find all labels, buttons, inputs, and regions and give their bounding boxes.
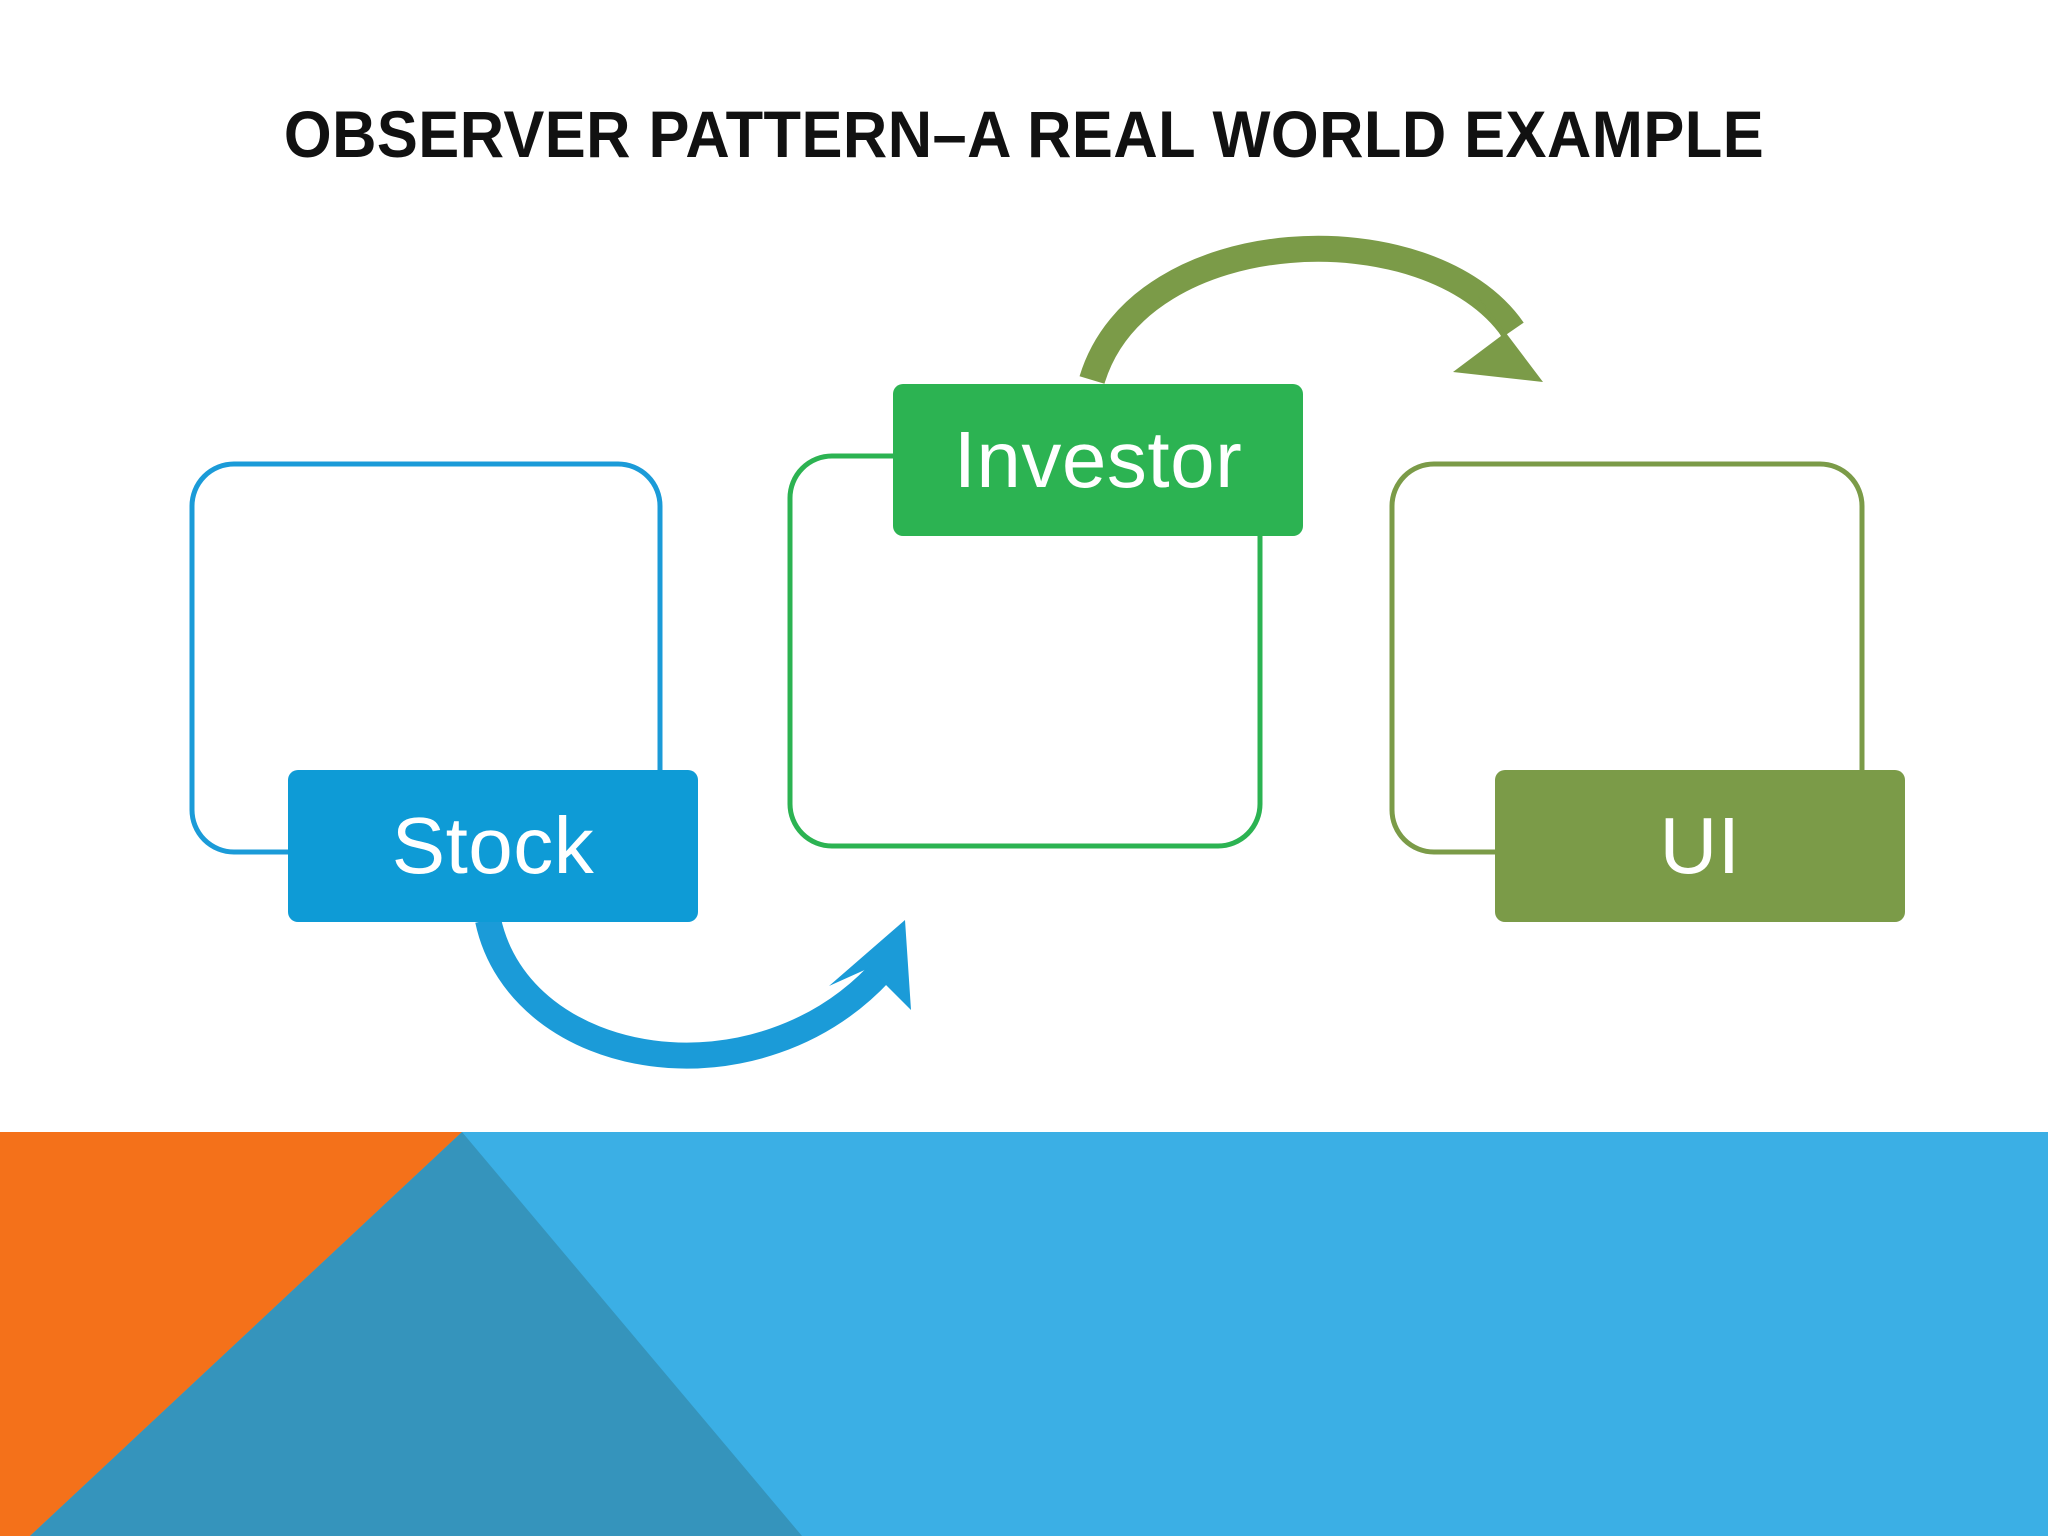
node-label-stock-text: Stock <box>391 801 595 890</box>
bottom-band-svg <box>0 1132 2048 1536</box>
observer-pattern-diagram <box>189 235 1865 1069</box>
connector-stock-to-investor[interactable] <box>475 916 911 1069</box>
band-teal-triangle <box>30 1132 802 1536</box>
node-label-stock[interactable]: Stock <box>288 770 698 922</box>
node-label-ui-text: UI <box>1659 801 1741 890</box>
bottom-decoration-band <box>0 1132 2048 1536</box>
page-title: OBSERVER PATTERN–A REAL WORLD EXAMPLE <box>283 97 1765 171</box>
node-label-ui[interactable]: UI <box>1495 770 1905 922</box>
diagram-svg <box>189 235 1865 1069</box>
node-label-investor-text: Investor <box>953 415 1243 504</box>
connector-investor-to-ui[interactable] <box>1079 235 1543 385</box>
band-orange-triangle <box>0 1132 462 1536</box>
node-label-investor[interactable]: Investor <box>893 384 1303 536</box>
